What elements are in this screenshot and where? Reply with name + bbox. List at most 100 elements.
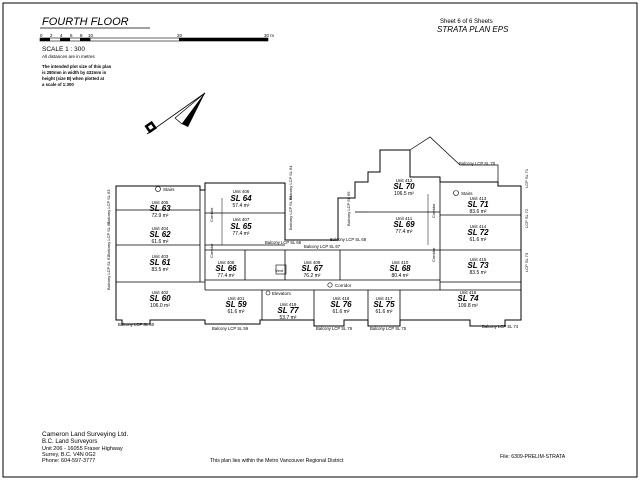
surveyor-sub: B.C. Land Surveyors bbox=[42, 439, 97, 445]
unit-number: Unit 403 bbox=[152, 254, 169, 259]
unit-area: 53.7 m² bbox=[280, 315, 297, 321]
unit-walls bbox=[116, 182, 521, 320]
unit-area: 83.5 m² bbox=[470, 270, 487, 276]
unit-66: Unit 408 SL 66 77.4 m² bbox=[215, 260, 237, 279]
balcony-67-label: Balcony LCP SL 67 bbox=[304, 244, 341, 249]
unit-number: Unit 407 bbox=[233, 217, 250, 222]
building-outline bbox=[115, 136, 522, 327]
unit-67: Unit 409 SL 67 76.2 m² bbox=[301, 260, 323, 279]
surveyor-address-line: Surrey, B.C. V4N 0G2 bbox=[42, 452, 96, 458]
balcony-68-label: Balcony LCP SL 68 bbox=[330, 237, 367, 242]
scale-tick-4: 4 bbox=[60, 33, 63, 38]
unit-area: 77.4 m² bbox=[218, 273, 235, 279]
strata-lot: SL 64 bbox=[230, 194, 252, 203]
plot-note-line: a scale of 1:300 bbox=[42, 82, 74, 87]
stairs-east: Stairs bbox=[453, 190, 473, 196]
balcony-69-label: Balcony LCP SL 69 bbox=[346, 191, 351, 226]
vent-label: Vent bbox=[275, 268, 284, 273]
unit-number: Unit 411 bbox=[396, 216, 413, 221]
unit-65: Unit 407 SL 65 77.4 m² bbox=[230, 217, 252, 237]
unit-60: Unit 402 SL 60 106.0 m² bbox=[149, 290, 171, 309]
plot-note-line: height (size B) when plotted at bbox=[42, 76, 105, 81]
scale-label: SCALE 1 : 300 bbox=[42, 46, 85, 53]
unit-area: 83.5 m² bbox=[152, 267, 169, 273]
strata-lot: SL 76 bbox=[330, 300, 352, 309]
strata-lot: SL 59 bbox=[225, 300, 247, 309]
balcony-76-label: Balcony LCP SL 76 bbox=[316, 326, 353, 331]
scale-tick-8: 8 bbox=[80, 33, 83, 38]
balcony-59-label: Balcony LCP SL 59 bbox=[212, 326, 249, 331]
strata-lot: SL 72 bbox=[467, 228, 489, 237]
elevator-icon bbox=[265, 290, 271, 296]
plan-title: STRATA PLAN EPS bbox=[437, 25, 509, 34]
unit-area: 57.4 m² bbox=[233, 203, 250, 209]
unit-number: Unit 412 bbox=[396, 178, 413, 183]
balcony-64-label: Balcony LCP SL 64 bbox=[288, 165, 293, 200]
unit-area: 76.2 m² bbox=[304, 273, 321, 279]
strata-lot: SL 74 bbox=[457, 294, 479, 303]
surveyor-phone: Phone: 604-597-3777 bbox=[42, 458, 95, 464]
stairs-label: Stairs bbox=[461, 191, 473, 196]
balcony-61-label: Balcony LCP SL 61 bbox=[106, 255, 111, 290]
unit-area: 61.6 m² bbox=[228, 309, 245, 315]
unit-number: Unit 410 bbox=[392, 260, 409, 265]
unit-73: Unit 415 SL 73 83.5 m² bbox=[467, 257, 489, 276]
unit-63: Unit 405 SL 63 72.9 m² bbox=[149, 200, 171, 219]
plot-note-line: The intended plot size of this plan bbox=[42, 64, 112, 69]
unit-61: Unit 403 SL 61 83.5 m² bbox=[149, 254, 171, 273]
corridor-icon bbox=[327, 282, 333, 288]
strata-lot: SL 61 bbox=[149, 258, 171, 267]
unit-number: Unit 415 bbox=[470, 257, 487, 262]
scale-tick-0: 0 bbox=[40, 33, 43, 38]
unit-72: Unit 414 SL 72 61.6 m² bbox=[467, 224, 489, 243]
balcony-73-label: LCP SL 73 bbox=[524, 252, 529, 272]
unit-area: 61.6 m² bbox=[333, 309, 350, 315]
unit-75: Unit 417 SL 75 61.6 m² bbox=[373, 296, 395, 315]
unit-area: 61.6 m² bbox=[470, 237, 487, 243]
unit-area: 77.4 m² bbox=[396, 229, 413, 235]
scale-tick-6: 6 bbox=[70, 33, 73, 38]
unit-area: 61.6 m² bbox=[376, 309, 393, 315]
surveyor-name: Cameron Land Surveying Ltd. bbox=[42, 431, 129, 438]
scale-tick-2: 2 bbox=[50, 33, 53, 38]
corridor-west-label: Corridor bbox=[209, 207, 214, 222]
balcony-65-label: Balcony LCP SL 65 bbox=[288, 195, 293, 230]
balcony-63-label: Balcony LCP SL 63 bbox=[106, 189, 111, 224]
unit-77: Unit 419 SL 77 53.7 m² bbox=[277, 302, 299, 321]
unit-area: 106.5 m² bbox=[394, 191, 414, 197]
balcony-71-label: LCP SL 71 bbox=[524, 168, 529, 188]
strata-lot: SL 60 bbox=[149, 294, 171, 303]
unit-69: Unit 411 SL 69 77.4 m² bbox=[393, 216, 415, 235]
unit-number: Unit 408 bbox=[218, 260, 235, 265]
strata-lot: SL 71 bbox=[467, 200, 489, 209]
unit-number: Unit 418 bbox=[333, 296, 350, 301]
unit-71: Unit 413 SL 71 83.6 m² bbox=[467, 196, 489, 215]
unit-number: Unit 416 bbox=[460, 290, 477, 295]
stairs-label: Stairs bbox=[163, 187, 175, 192]
unit-62: Unit 404 SL 62 61.6 m² bbox=[149, 226, 171, 245]
sheet-number: Sheet 6 of 6 Sheets bbox=[440, 19, 493, 25]
scale-tick-30: 30 m bbox=[264, 33, 274, 38]
file-reference: File: 6309-PRELIM-STRATA bbox=[500, 454, 566, 460]
distances-note: All distances are in metres bbox=[42, 54, 96, 59]
balcony-62-label: Balcony LCP SL 62 bbox=[106, 221, 111, 256]
unit-area: 106.0 m² bbox=[150, 303, 170, 309]
unit-68: Unit 410 SL 68 80.4 m² bbox=[389, 260, 411, 279]
strata-lot: SL 75 bbox=[373, 300, 395, 309]
strata-lot: SL 65 bbox=[230, 222, 252, 231]
stairs-icon bbox=[453, 190, 459, 196]
corridor-south: Corridor bbox=[327, 282, 352, 288]
corridor-east-lower-label: Corridor bbox=[431, 247, 436, 262]
unit-area: 77.4 m² bbox=[233, 231, 250, 237]
unit-area: 72.9 m² bbox=[152, 213, 169, 219]
strata-lot: SL 70 bbox=[393, 182, 415, 191]
unit-64: Unit 406 SL 64 57.4 m² bbox=[230, 189, 252, 209]
strata-lot: SL 66 bbox=[215, 264, 237, 273]
surveyor-address-line: Unit 206 - 16055 Fraser Highway bbox=[42, 446, 123, 452]
unit-76: Unit 418 SL 76 61.6 m² bbox=[330, 296, 352, 315]
scale-bar: 0 2 4 6 8 10 20 30 m bbox=[39, 33, 274, 42]
unit-70: Unit 412 SL 70 106.5 m² bbox=[393, 178, 415, 197]
district-note: This plan lies within the Metro Vancouve… bbox=[210, 458, 344, 464]
